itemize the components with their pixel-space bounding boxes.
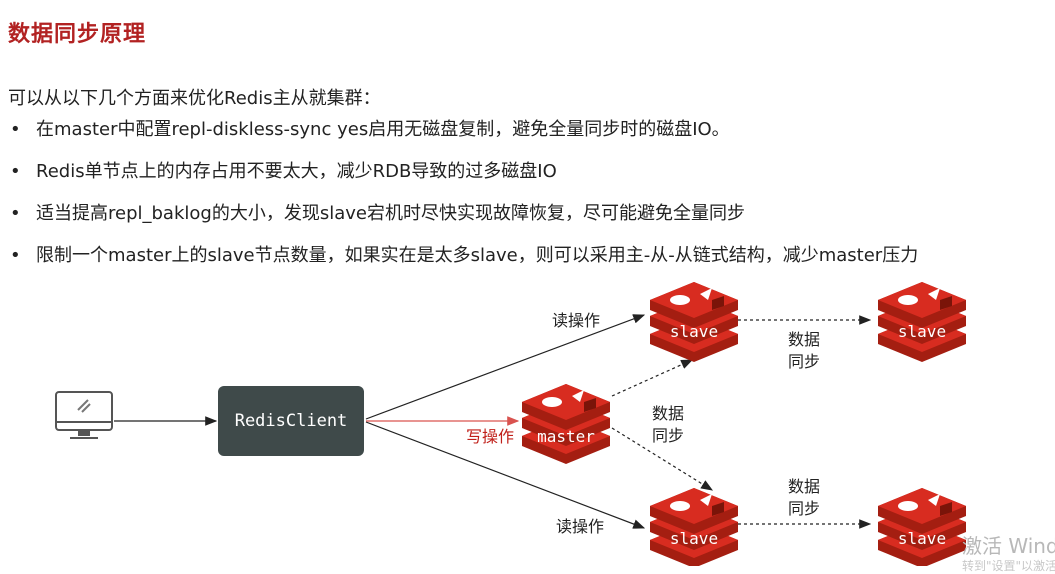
master-node-label: master	[537, 427, 595, 446]
bullet-list: • 在master中配置repl-diskless-sync yes启用无磁盘复制…	[8, 120, 918, 288]
bullet-dot: •	[10, 245, 21, 266]
sync-label-line: 数据	[652, 404, 685, 423]
bullet-item: • 适当提高repl_baklog的大小，发现slave宕机时尽快实现故障恢复，尽…	[8, 204, 918, 224]
bullet-item: • Redis单节点上的内存占用不要太大，减少RDB导致的过多磁盘IO	[8, 162, 918, 182]
redis-client-box: RedisClient	[218, 386, 364, 456]
sync-label-line: 同步	[788, 352, 821, 371]
replication-diagram: master slave slave slave slave RedisClie…	[0, 270, 1055, 566]
redis-logo-icon	[878, 488, 966, 566]
slave-node-label: slave	[898, 322, 946, 341]
sync-label-line: 同步	[788, 499, 821, 518]
bullet-text: Redis单节点上的内存占用不要太大，减少RDB导致的过多磁盘IO	[36, 161, 557, 182]
bullet-text: 适当提高repl_baklog的大小，发现slave宕机时尽快实现故障恢复，尽可…	[36, 203, 745, 224]
sync-arrow-master-top	[611, 359, 694, 397]
bullet-text: 限制一个master上的slave节点数量，如果实在是太多slave，则可以采用…	[36, 245, 919, 266]
desktop-computer-icon	[55, 391, 113, 439]
read-arrow-bottom	[365, 421, 646, 529]
read-op-label: 读操作	[552, 311, 601, 330]
slave-node-label: slave	[898, 529, 946, 548]
sync-label-line: 数据	[788, 330, 821, 349]
page-title: 数据同步原理	[8, 22, 147, 47]
read-arrow-top	[365, 314, 646, 420]
slave-node-label: slave	[670, 322, 718, 341]
write-op-label: 写操作	[466, 427, 515, 446]
bullet-dot: •	[10, 203, 21, 224]
bullet-dot: •	[10, 119, 21, 140]
diagram-canvas: master slave slave slave slave	[55, 282, 966, 566]
sync-label-line: 数据	[788, 477, 821, 496]
windows-activation-watermark: 激活 Wind	[962, 534, 1055, 558]
bullet-dot: •	[10, 161, 21, 182]
slave-node-label: slave	[670, 529, 718, 548]
sync-label: 数据 同步	[652, 403, 684, 447]
redis-logo-icon	[650, 488, 738, 566]
sync-label: 数据 同步	[788, 329, 820, 373]
sync-label-line: 同步	[652, 426, 685, 445]
intro-text: 可以从以下几个方面来优化Redis主从就集群：	[8, 88, 381, 109]
sync-arrow-master-bottom	[611, 427, 714, 491]
redis-logo-icon	[522, 384, 610, 464]
bullet-text: 在master中配置repl-diskless-sync yes启用无磁盘复制，…	[36, 119, 730, 140]
bullet-item: • 限制一个master上的slave节点数量，如果实在是太多slave，则可以采…	[8, 246, 918, 266]
read-op-label: 读操作	[556, 517, 605, 536]
bullet-item: • 在master中配置repl-diskless-sync yes启用无磁盘复制…	[8, 120, 918, 140]
redis-client-label: RedisClient	[234, 411, 348, 431]
sync-label: 数据 同步	[788, 476, 820, 520]
